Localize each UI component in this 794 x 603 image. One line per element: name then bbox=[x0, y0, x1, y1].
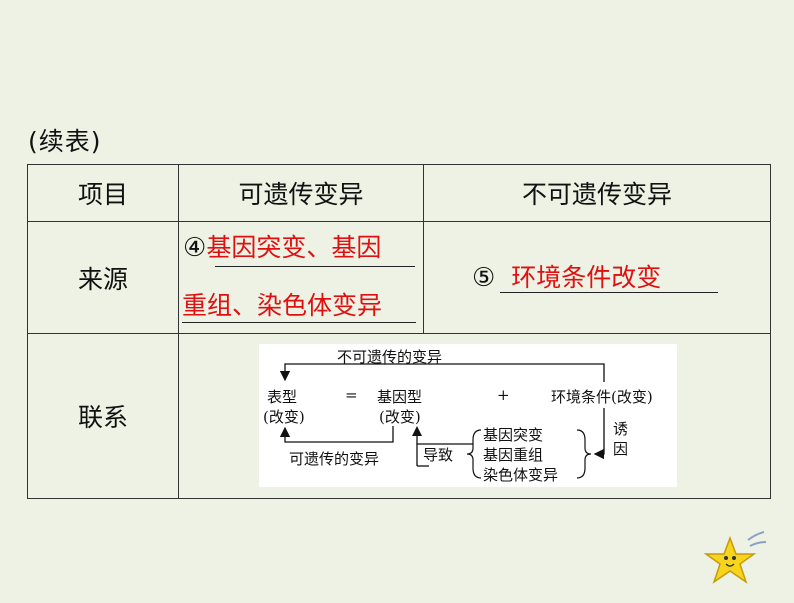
source-label: 来源 bbox=[27, 221, 179, 334]
relation-label: 联系 bbox=[27, 333, 179, 499]
environment: 环境条件(改变) bbox=[551, 388, 653, 406]
answer-underline-1 bbox=[215, 266, 415, 267]
diagram-arrows bbox=[279, 363, 605, 479]
induce-arrow bbox=[593, 408, 605, 460]
causes-bracket-left bbox=[466, 429, 482, 479]
equals-sign: = bbox=[345, 386, 358, 404]
source-nonheritable-cell: ⑤ 环境条件改变 bbox=[423, 221, 771, 334]
phenotype: 表型 bbox=[267, 388, 298, 406]
phenotype-change: (改变) bbox=[263, 408, 305, 426]
source-heritable-cell: ④基因突变、基因 重组、染色体变异 bbox=[178, 221, 424, 334]
answer-heritable-line2: 重组、染色体变异 bbox=[182, 291, 383, 320]
cause-label: 导致 bbox=[423, 446, 454, 464]
top-arrow bbox=[279, 363, 605, 382]
plus-sign: + bbox=[497, 386, 510, 404]
cause-item: 基因重组 bbox=[483, 446, 544, 464]
answer-underline-2 bbox=[182, 322, 416, 323]
answer-marker-5: ⑤ bbox=[472, 263, 496, 293]
bottom-arrow bbox=[279, 426, 394, 443]
header-item: 项目 bbox=[27, 164, 179, 222]
answer-underline-3 bbox=[500, 292, 718, 293]
header-heritable: 可遗传变异 bbox=[178, 164, 424, 222]
top-arrow-label: 不可遗传的变异 bbox=[337, 348, 443, 366]
genotype: 基因型 bbox=[377, 388, 423, 406]
header-nonheritable: 不可遗传变异 bbox=[423, 164, 771, 222]
genotype-change: (改变) bbox=[379, 408, 421, 426]
cause-item: 染色体变异 bbox=[483, 466, 559, 484]
induce-label-1: 诱 bbox=[613, 420, 629, 438]
source-row: 来源 ④基因突变、基因 重组、染色体变异 ⑤ 环境条件改变 bbox=[27, 221, 771, 334]
induce-label-2: 因 bbox=[613, 440, 629, 458]
causes-bracket-right bbox=[576, 429, 592, 479]
answer-marker-4: ④ bbox=[183, 233, 207, 263]
star-icon bbox=[703, 531, 767, 584]
answer-heritable-line1: 基因突变、基因 bbox=[206, 233, 382, 262]
cause-item: 基因突变 bbox=[483, 426, 544, 444]
table-caption: (续表) bbox=[28, 127, 102, 156]
table-header-row: 项目 可遗传变异 不可遗传变异 bbox=[27, 164, 771, 222]
answer-nonheritable: 环境条件改变 bbox=[511, 263, 662, 292]
relation-row: 联系 bbox=[27, 333, 771, 499]
bottom-arrow-label: 可遗传的变异 bbox=[289, 450, 380, 468]
relation-diagram: 不可遗传的变异 表型 (改变) = 基因型 (改变) + 环境条件(改变) 可遗… bbox=[259, 344, 677, 487]
variation-table: 项目 可遗传变异 不可遗传变异 来源 ④基因突变、基因 重组、染色体变异 ⑤ 环… bbox=[27, 164, 771, 499]
relation-diagram-cell: 不可遗传的变异 表型 (改变) = 基因型 (改变) + 环境条件(改变) 可遗… bbox=[178, 333, 771, 499]
